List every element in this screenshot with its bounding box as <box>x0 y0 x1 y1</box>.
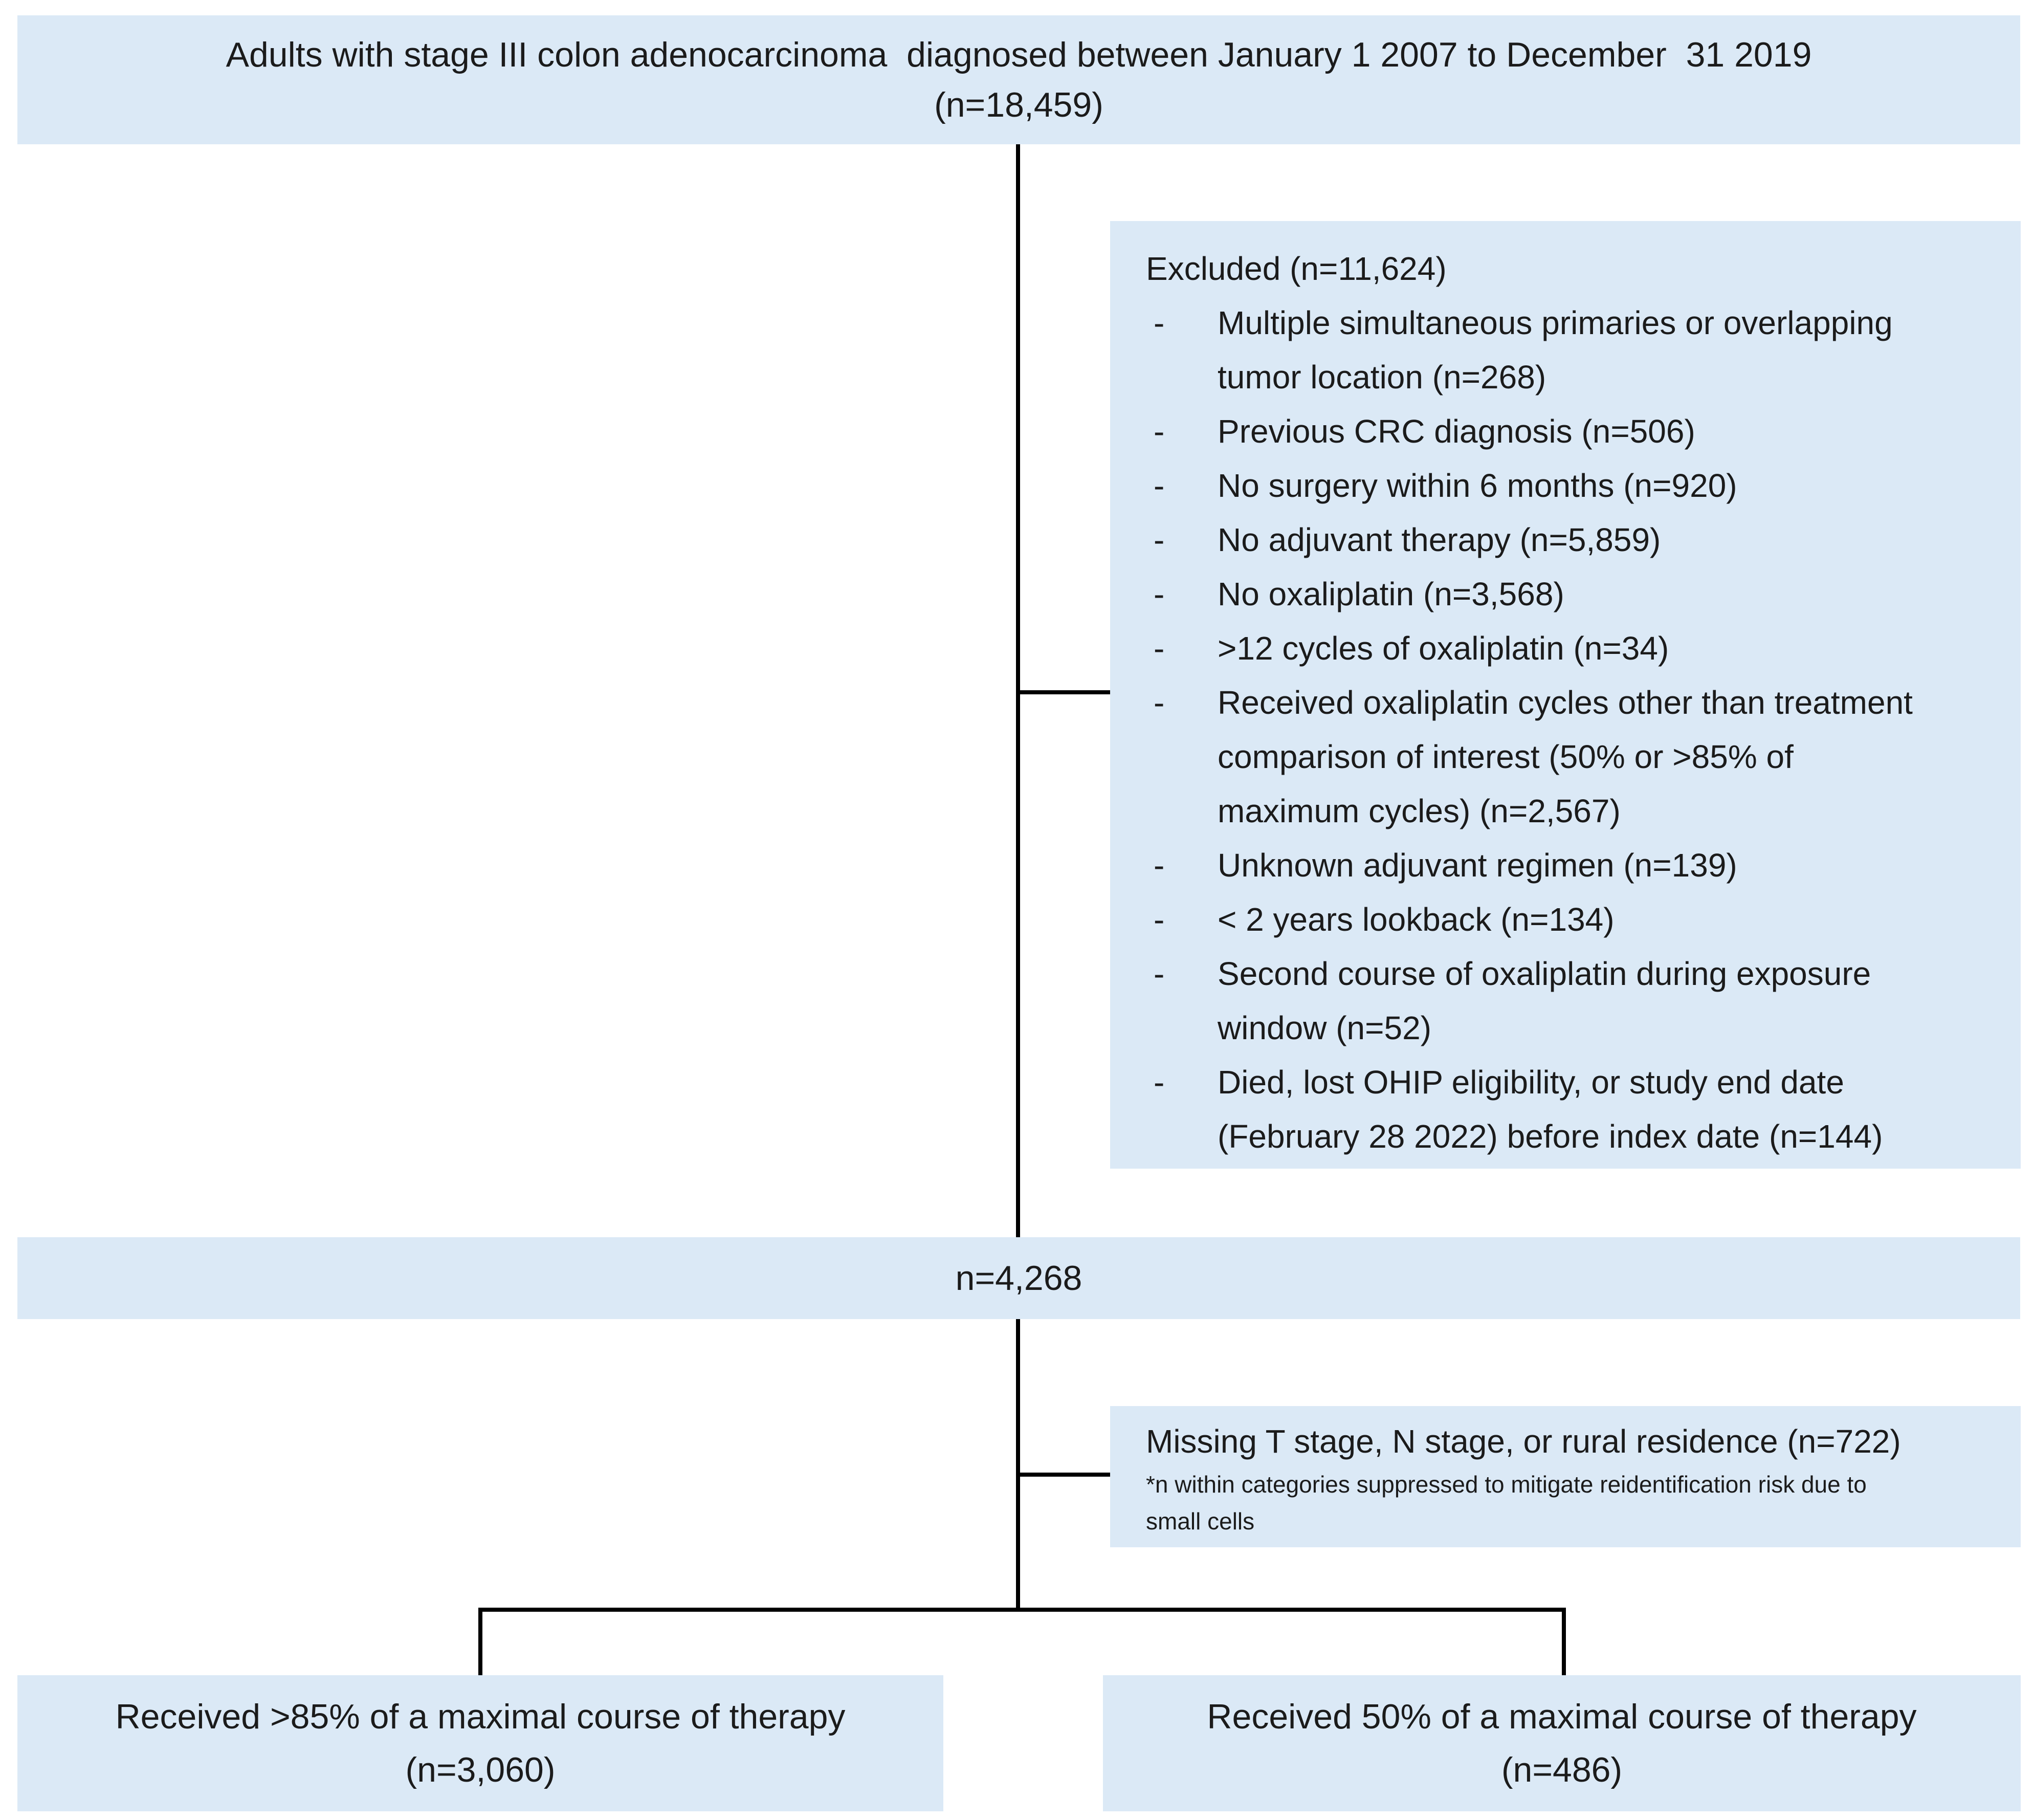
excluded-item-text: window (n=52) <box>1218 1010 1431 1046</box>
excluded-item-text: < 2 years lookback (n=134) <box>1218 901 1615 938</box>
excluded-item-text: (February 28 2022) before index date (n=… <box>1218 1118 1883 1155</box>
bullet-dash: - <box>1154 521 1165 558</box>
excluded-item-text: Died, lost OHIP eligibility, or study en… <box>1218 1064 1844 1101</box>
excluded-item-text: tumor location (n=268) <box>1218 359 1546 396</box>
bullet-dash: - <box>1154 630 1165 667</box>
connector-trunk-lower <box>1016 1319 1020 1612</box>
connector-branch-missing <box>1018 1473 1110 1477</box>
bullet-dash: - <box>1154 467 1165 504</box>
bullet-dash: - <box>1154 901 1165 938</box>
excluded-item-text: >12 cycles of oxaliplatin (n=34) <box>1218 630 1669 667</box>
excluded-item-text: comparison of interest (50% or >85% of <box>1218 738 1794 775</box>
missing-data-note-line1: *n within categories suppressed to mitig… <box>1146 1471 1867 1498</box>
excluded-item-text: Multiple simultaneous primaries or overl… <box>1218 304 1893 341</box>
excluded-item-line: - Unknown adjuvant regimen (n=139) <box>1110 838 2021 892</box>
bullet-dash: - <box>1154 1064 1165 1101</box>
missing-data-note-line2: small cells <box>1146 1508 1255 1534</box>
arm-50pct-count: (n=486) <box>1501 1750 1623 1789</box>
excluded-item-line: (February 28 2022) before index date (n=… <box>1110 1109 2021 1164</box>
excluded-item-text: Second course of oxaliplatin during expo… <box>1218 955 1871 992</box>
missing-data-box: Missing T stage, N stage, or rural resid… <box>1110 1406 2021 1547</box>
excluded-item-text: No surgery within 6 months (n=920) <box>1218 467 1737 504</box>
excluded-item-line: - No adjuvant therapy (n=5,859) <box>1110 513 2021 567</box>
excluded-item-line: - Received oxaliplatin cycles other than … <box>1110 675 2021 730</box>
excluded-item-line: - >12 cycles of oxaliplatin (n=34) <box>1110 621 2021 675</box>
excluded-title: Excluded (n=11,624) <box>1146 250 1447 287</box>
excluded-item-text: Received oxaliplatin cycles other than t… <box>1218 684 1913 721</box>
excluded-item-line: - Died, lost OHIP eligibility, or study e… <box>1110 1055 2021 1109</box>
excluded-item-text: No adjuvant therapy (n=5,859) <box>1218 521 1661 558</box>
excluded-item-text: Unknown adjuvant regimen (n=139) <box>1218 847 1737 884</box>
excluded-item-line: tumor location (n=268) <box>1110 350 2021 404</box>
top-population-box: Adults with stage III colon adenocarcino… <box>17 15 2020 144</box>
excluded-item-line: maximum cycles) (n=2,567) <box>1110 784 2021 838</box>
cohort-count-label: n=4,268 <box>955 1259 1082 1298</box>
connector-split-right-drop <box>1562 1608 1566 1675</box>
excluded-list: - Multiple simultaneous primaries or over… <box>1110 296 2021 1164</box>
excluded-item-text: No oxaliplatin (n=3,568) <box>1218 576 1564 612</box>
bullet-dash: - <box>1154 576 1165 612</box>
cohort-count-box: n=4,268 <box>17 1237 2020 1319</box>
arm-50pct-label: Received 50% of a maximal course of ther… <box>1207 1697 1917 1736</box>
excluded-item-text: Previous CRC diagnosis (n=506) <box>1218 413 1695 450</box>
bullet-dash: - <box>1154 304 1165 341</box>
arm-85pct-label: Received >85% of a maximal course of the… <box>115 1697 846 1736</box>
bullet-dash: - <box>1154 684 1165 721</box>
excluded-item-line: - Multiple simultaneous primaries or over… <box>1110 296 2021 350</box>
bullet-dash: - <box>1154 955 1165 992</box>
arm-85pct-box: Received >85% of a maximal course of the… <box>17 1675 943 1811</box>
excluded-item-line: - No surgery within 6 months (n=920) <box>1110 458 2021 513</box>
excluded-item-line: comparison of interest (50% or >85% of <box>1110 730 2021 784</box>
excluded-item-text: maximum cycles) (n=2,567) <box>1218 793 1621 829</box>
connector-split-bar <box>478 1608 1566 1612</box>
excluded-item-line: - No oxaliplatin (n=3,568) <box>1110 567 2021 621</box>
excluded-item-line: - < 2 years lookback (n=134) <box>1110 892 2021 947</box>
top-population-line1: Adults with stage III colon adenocarcino… <box>226 35 1812 74</box>
bullet-dash: - <box>1154 847 1165 884</box>
top-population-count: (n=18,459) <box>934 85 1103 124</box>
bullet-dash: - <box>1154 413 1165 450</box>
arm-85pct-count: (n=3,060) <box>405 1750 556 1789</box>
connector-split-left-drop <box>478 1608 482 1675</box>
missing-data-line: Missing T stage, N stage, or rural resid… <box>1146 1423 1901 1460</box>
arm-50pct-box: Received 50% of a maximal course of ther… <box>1103 1675 2021 1811</box>
excluded-item-line: - Previous CRC diagnosis (n=506) <box>1110 404 2021 458</box>
excluded-item-line: - Second course of oxaliplatin during exp… <box>1110 947 2021 1001</box>
connector-branch-excluded <box>1018 690 1110 694</box>
excluded-item-line: window (n=52) <box>1110 1001 2021 1055</box>
excluded-box: Excluded (n=11,624) - Multiple simultaneo… <box>1110 221 2021 1169</box>
